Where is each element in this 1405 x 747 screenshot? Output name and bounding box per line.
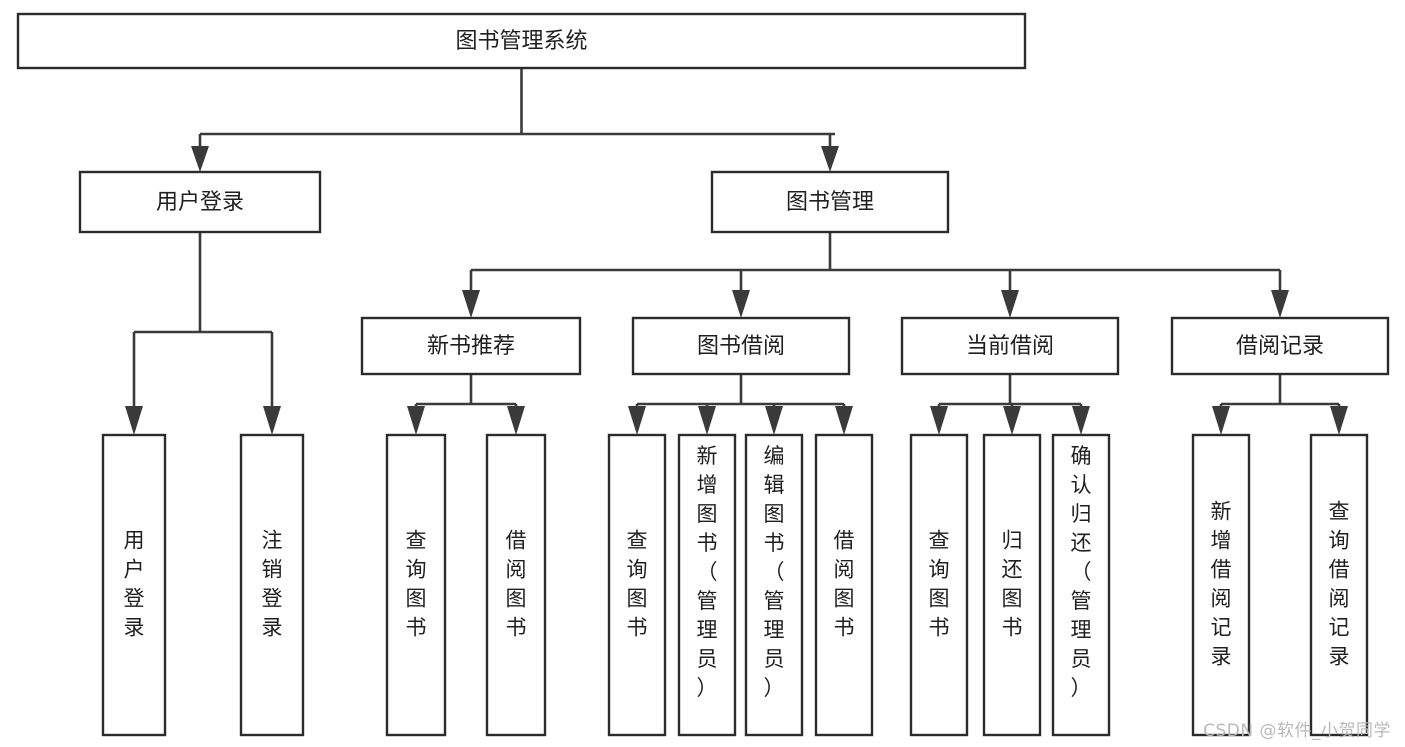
node-leaf-borrow-book-box[interactable]	[814, 433, 874, 737]
node-borrow-record[interactable]: 借阅记录	[1170, 316, 1390, 376]
node-leaf-edit-book-admin[interactable]: 编辑图书（管理员）	[744, 433, 804, 737]
node-new-book-recommend[interactable]: 新书推荐	[360, 316, 582, 376]
node-book-management-label: 图书管理	[786, 190, 874, 215]
node-leaf-query-book-cur-label: 查询图书	[929, 529, 950, 640]
node-book-borrow-label: 图书借阅	[697, 334, 785, 359]
node-leaf-query-borrow-record-box[interactable]	[1309, 433, 1369, 737]
node-leaf-add-borrow-record-label: 新增借阅记录	[1211, 500, 1232, 669]
arrowhead-leaf-add-borrow-record-icon	[1212, 406, 1230, 435]
node-book-management[interactable]: 图书管理	[710, 170, 950, 234]
node-leaf-borrow-book[interactable]: 借阅图书	[814, 433, 874, 737]
node-leaf-edit-book-admin-box[interactable]	[744, 433, 804, 737]
node-leaf-query-book-cur[interactable]: 查询图书	[909, 433, 969, 737]
arrowhead-leaf-borrow-book-icon	[835, 406, 853, 435]
arrowhead-book-management-icon	[821, 146, 839, 172]
arrowhead-current-borrow-icon	[1001, 290, 1019, 318]
node-leaf-query-borrow-record-label: 查询借阅记录	[1329, 500, 1350, 669]
arrowhead-leaf-query-book-cur-icon	[930, 406, 948, 435]
node-leaf-add-book-admin[interactable]: 新增图书（管理员）	[677, 433, 737, 737]
node-root-label: 图书管理系统	[455, 29, 587, 54]
arrowhead-new-book-recommend-icon	[462, 290, 480, 318]
node-leaf-confirm-return-admin-box[interactable]	[1051, 433, 1111, 737]
leaf-node-layer: 用户登录 注销登录 查询图书 借阅图书 查询图书 新增图书（管理员） 编辑图书（管理员） 借阅…	[101, 433, 1369, 737]
node-leaf-add-borrow-record[interactable]: 新增借阅记录	[1191, 433, 1251, 737]
node-leaf-borrow-book-label: 借阅图书	[834, 529, 855, 640]
node-leaf-confirm-return-admin[interactable]: 确认归还（管理员）	[1051, 433, 1111, 737]
node-leaf-add-book-admin-box[interactable]	[677, 433, 737, 737]
arrowhead-borrow-record-icon	[1271, 290, 1289, 318]
node-current-borrow[interactable]: 当前借阅	[900, 316, 1120, 376]
arrowhead-leaf-query-book-rec-icon	[407, 406, 425, 435]
arrowhead-leaf-add-book-admin-icon	[698, 406, 716, 435]
arrowhead-leaf-logout-icon	[263, 406, 281, 435]
node-leaf-query-book-rec-box[interactable]	[385, 433, 447, 737]
node-borrow-record-box[interactable]	[1170, 316, 1390, 376]
node-leaf-logout-box[interactable]	[239, 433, 305, 737]
node-leaf-user-login[interactable]: 用户登录	[101, 433, 167, 737]
node-leaf-confirm-return-admin-label: 确认归还（管理员）	[1071, 444, 1092, 700]
node-leaf-borrow-book-rec-label: 借阅图书	[506, 529, 527, 640]
arrowhead-leaf-query-borrow-record-icon	[1330, 406, 1348, 435]
node-book-management-box[interactable]	[710, 170, 950, 234]
arrowhead-leaf-borrow-book-rec-icon	[507, 406, 525, 435]
node-leaf-return-book-box[interactable]	[982, 433, 1042, 737]
node-new-book-recommend-box[interactable]	[360, 316, 582, 376]
node-leaf-logout-label: 注销登录	[262, 529, 283, 640]
node-root-box[interactable]	[16, 12, 1027, 70]
node-current-borrow-box[interactable]	[900, 316, 1120, 376]
csdn-watermark: CSDN @软件_小贺同学	[1203, 721, 1391, 741]
node-leaf-borrow-book-rec-box[interactable]	[485, 433, 547, 737]
node-leaf-user-login-box[interactable]	[101, 433, 167, 737]
arrowhead-user-login-icon	[191, 146, 209, 172]
arrowhead-leaf-edit-book-admin-icon	[765, 406, 783, 435]
node-root[interactable]: 图书管理系统	[16, 12, 1027, 70]
node-leaf-add-borrow-record-box[interactable]	[1191, 433, 1251, 737]
node-leaf-query-book-borrow-label: 查询图书	[627, 529, 648, 640]
node-leaf-add-book-admin-label: 新增图书（管理员）	[697, 444, 718, 700]
node-leaf-query-borrow-record[interactable]: 查询借阅记录	[1309, 433, 1369, 737]
node-leaf-user-login-label: 用户登录	[124, 529, 145, 640]
node-book-borrow[interactable]: 图书借阅	[631, 316, 851, 376]
arrowhead-leaf-query-book-borrow-icon	[628, 406, 646, 435]
node-leaf-logout[interactable]: 注销登录	[239, 433, 305, 737]
node-borrow-record-label: 借阅记录	[1236, 334, 1324, 359]
node-leaf-query-book-rec[interactable]: 查询图书	[385, 433, 447, 737]
arrowhead-leaf-user-login-icon	[125, 406, 143, 435]
node-leaf-edit-book-admin-label: 编辑图书（管理员）	[764, 444, 785, 700]
node-book-borrow-box[interactable]	[631, 316, 851, 376]
node-leaf-query-book-borrow[interactable]: 查询图书	[607, 433, 667, 737]
node-leaf-return-book-label: 归还图书	[1002, 529, 1023, 640]
node-user-login-label: 用户登录	[156, 190, 244, 215]
node-new-book-recommend-label: 新书推荐	[427, 334, 515, 359]
arrowhead-leaf-confirm-return-icon	[1072, 406, 1090, 435]
node-leaf-query-book-cur-box[interactable]	[909, 433, 969, 737]
node-user-login-box[interactable]	[78, 170, 322, 234]
connector-layer	[125, 68, 1348, 435]
node-user-login[interactable]: 用户登录	[78, 170, 322, 234]
node-current-borrow-label: 当前借阅	[966, 334, 1054, 359]
node-leaf-return-book[interactable]: 归还图书	[982, 433, 1042, 737]
node-leaf-query-book-borrow-box[interactable]	[607, 433, 667, 737]
arrowhead-book-borrow-icon	[732, 290, 750, 318]
node-leaf-query-book-rec-label: 查询图书	[406, 529, 427, 640]
arrowhead-leaf-return-book-icon	[1003, 406, 1021, 435]
node-leaf-borrow-book-rec[interactable]: 借阅图书	[485, 433, 547, 737]
